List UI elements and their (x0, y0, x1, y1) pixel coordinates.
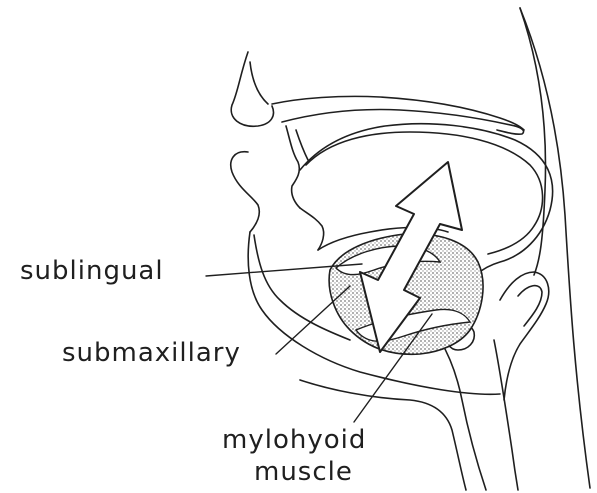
pharynx-outline (520, 8, 546, 275)
neck-inner-outline (440, 340, 486, 490)
submaxillary-leader-line (276, 286, 350, 354)
upper-teeth-inner (296, 130, 308, 160)
label-mylohyoid: mylohyoid (222, 427, 366, 453)
label-muscle: muscle (254, 459, 353, 485)
neck-back-outline (520, 8, 590, 488)
larynx-outline (518, 286, 542, 326)
lower-teeth-outline (300, 208, 324, 250)
upper-lip-outline (231, 52, 273, 126)
trachea-outline (494, 340, 518, 490)
upper-lip-inner (250, 62, 268, 104)
palate-end (497, 126, 524, 134)
upper-teeth-outline (286, 126, 300, 208)
label-submaxillary: submaxillary (62, 340, 241, 366)
lower-lip-outline (231, 152, 260, 232)
label-sublingual: sublingual (20, 258, 164, 284)
